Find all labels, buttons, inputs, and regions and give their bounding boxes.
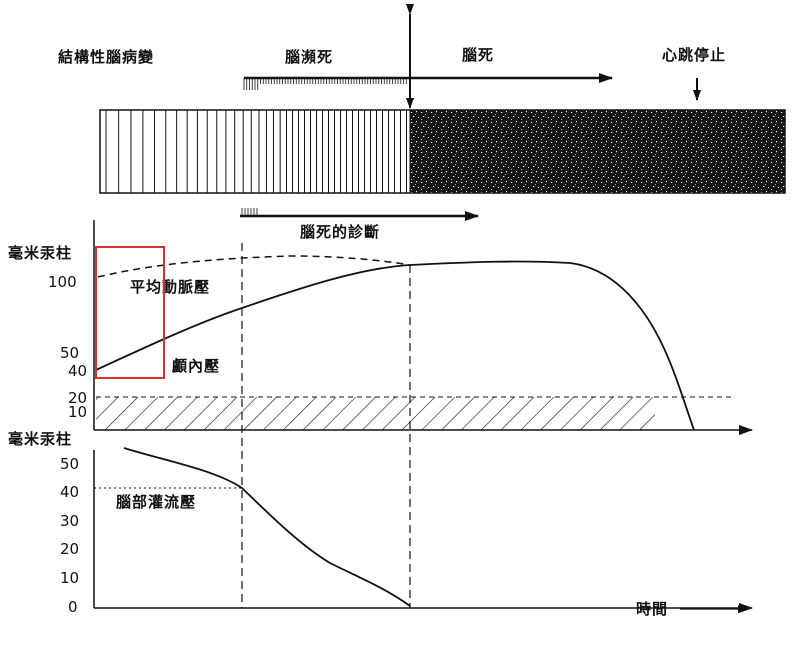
label-near-brain-death: 腦瀕死 — [285, 48, 333, 66]
fringe-bottom — [241, 208, 258, 216]
timeline-band-brain-death — [409, 109, 786, 194]
label-brain-death-diagnosis: 腦死的診斷 — [300, 223, 380, 241]
highlight-box — [95, 246, 165, 379]
pressure-tick-10: 10 — [68, 403, 87, 421]
perfusion-tick-20: 20 — [60, 540, 79, 558]
pressure-y-axis-label: 毫米汞柱 — [8, 244, 72, 262]
label-structural-lesion: 結構性腦病變 — [58, 48, 154, 66]
perfusion-tick-30: 30 — [60, 512, 79, 530]
icp-label: 顱內壓 — [171, 357, 220, 375]
perfusion-tick-40: 40 — [60, 483, 79, 501]
perfusion-tick-10: 10 — [60, 569, 79, 587]
perfusion-tick-50: 50 — [60, 455, 79, 473]
pressure-tick-50: 50 — [60, 344, 79, 362]
icp-hatched-band — [96, 397, 655, 430]
map-curve — [97, 255, 411, 278]
pressure-tick-20: 20 — [68, 389, 87, 407]
time-label: 時間 — [636, 600, 668, 618]
pressure-tick-40: 40 — [68, 362, 87, 380]
cpp-curve — [123, 447, 411, 607]
label-cardiac-arrest: 心跳停止 — [662, 46, 726, 64]
pressure-tick-100: 100 — [48, 273, 77, 291]
perfusion-tick-0: 0 — [68, 598, 78, 616]
label-brain-death: 腦死 — [462, 46, 494, 64]
cpp-label: 腦部灌流壓 — [116, 493, 196, 511]
icp-curve — [95, 260, 695, 431]
perfusion-y-axis-label: 毫米汞柱 — [8, 430, 72, 448]
fringe-top — [243, 78, 407, 90]
timeline-band-stripes — [105, 110, 407, 193]
map-label: 平均動脈壓 — [130, 278, 210, 296]
